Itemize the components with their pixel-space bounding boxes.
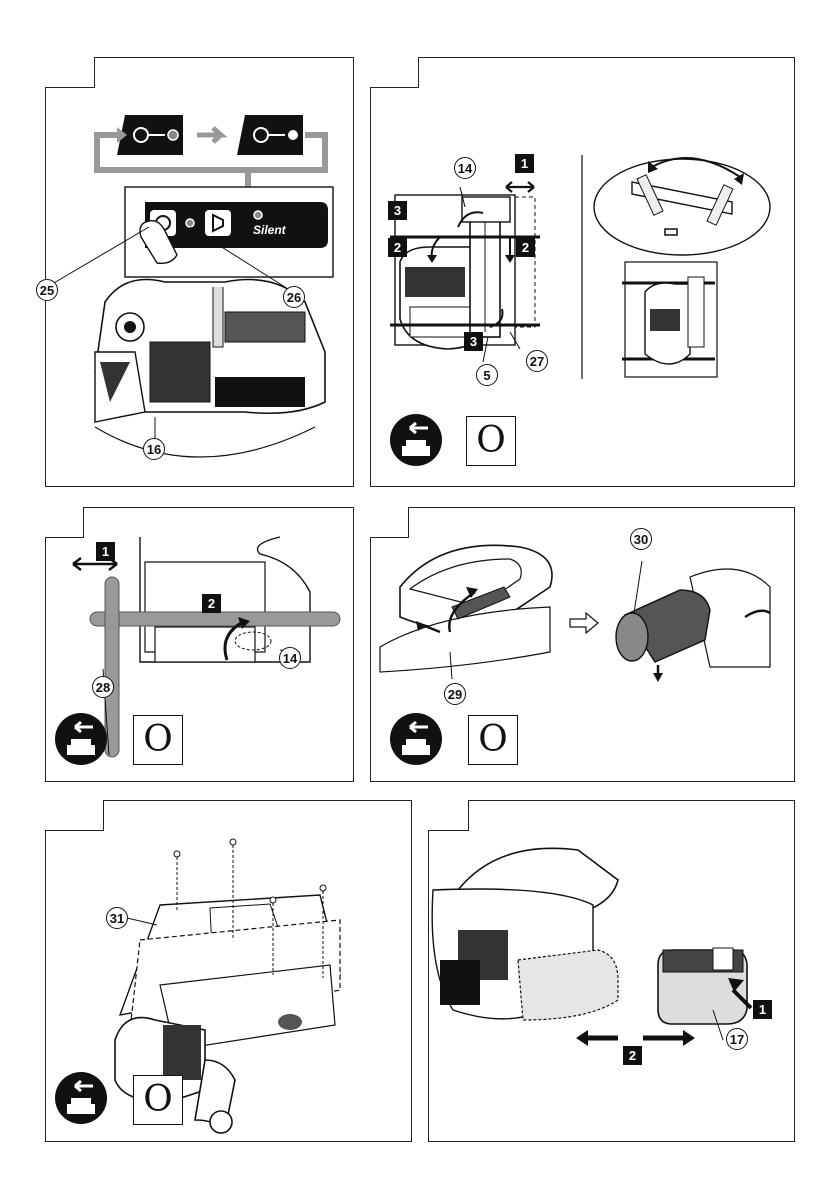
callout-29: 29 xyxy=(444,683,466,705)
switch-off-symbol: O xyxy=(466,416,516,466)
callout-27: 27 xyxy=(526,350,548,372)
step-1: 1 xyxy=(753,1000,772,1019)
panel-tab xyxy=(94,57,354,88)
callout-25: 25 xyxy=(36,279,58,301)
switch-off-symbol: O xyxy=(133,1075,183,1125)
callout-14: 14 xyxy=(454,157,476,179)
panel-tab xyxy=(408,507,795,538)
light-on-icon xyxy=(237,115,303,155)
light-switch-illustration xyxy=(45,87,354,487)
step-3-bottom: 3 xyxy=(464,332,483,351)
battery-removed-icon xyxy=(55,1072,107,1124)
panel-tab xyxy=(83,507,354,538)
callout-30: 30 xyxy=(630,528,652,550)
switch-off-symbol: O xyxy=(133,715,183,765)
battery-illustration xyxy=(428,830,795,1142)
battery-removed-icon xyxy=(390,414,442,466)
step-3-top: 3 xyxy=(388,201,407,220)
callout-26: 26 xyxy=(283,286,305,308)
step-1: 1 xyxy=(96,542,115,561)
panel-tab xyxy=(103,800,412,831)
step-2-left: 2 xyxy=(388,238,407,257)
callout-5: 5 xyxy=(476,364,498,386)
callout-14: 14 xyxy=(279,647,301,669)
step-2-right: 2 xyxy=(516,238,535,257)
silent-label: Silent xyxy=(253,223,286,237)
callout-16: 16 xyxy=(143,438,165,460)
step-2: 2 xyxy=(202,594,221,613)
step-2: 2 xyxy=(623,1046,642,1065)
battery-removed-icon xyxy=(55,713,107,765)
panel-tab xyxy=(418,57,795,88)
callout-31: 31 xyxy=(106,907,128,929)
battery-removed-icon xyxy=(390,713,442,765)
callout-28: 28 xyxy=(92,676,114,698)
step-1: 1 xyxy=(515,154,534,173)
callout-17: 17 xyxy=(726,1028,748,1050)
panel-tab xyxy=(468,800,795,831)
switch-off-symbol: O xyxy=(468,715,518,765)
